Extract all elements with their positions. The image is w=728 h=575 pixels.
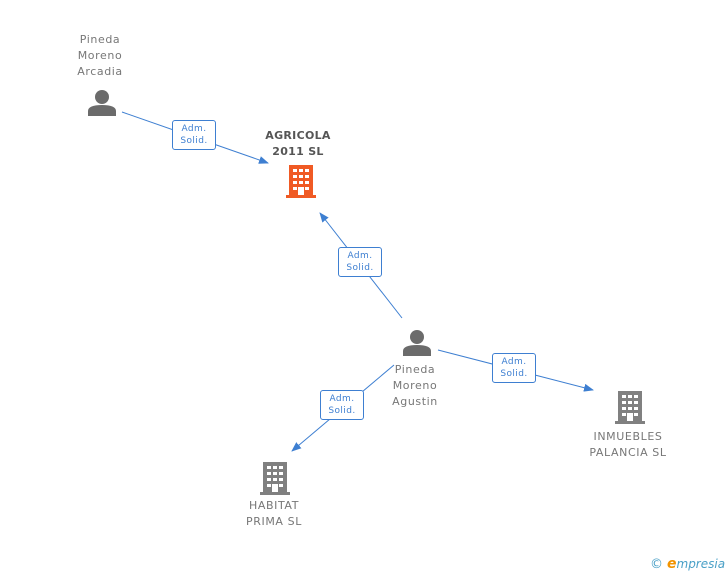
node-label-agricola[interactable]: AGRICOLA 2011 SL bbox=[265, 129, 331, 158]
person-icon-arcadia[interactable] bbox=[88, 90, 116, 116]
relation-badge-agustin-habitat[interactable]: Adm. Solid. bbox=[320, 390, 364, 420]
node-label-arcadia[interactable]: Pineda Moreno Arcadia bbox=[77, 33, 123, 78]
relation-role: Adm. bbox=[181, 124, 207, 134]
relation-badge-agustin-inmuebles[interactable]: Adm. Solid. bbox=[492, 353, 536, 383]
person-icon-agustin[interactable] bbox=[403, 330, 431, 356]
relation-role: Adm. bbox=[329, 394, 355, 404]
relation-role: Adm. bbox=[347, 251, 373, 261]
node-label-agustin[interactable]: Pineda Moreno Agustin bbox=[392, 363, 438, 408]
relation-role: Adm. bbox=[501, 357, 527, 367]
relation-type: Solid. bbox=[500, 369, 528, 379]
relation-type: Solid. bbox=[346, 263, 374, 273]
building-icon-habitat[interactable] bbox=[260, 462, 290, 495]
relation-type: Solid. bbox=[328, 406, 356, 416]
relation-badge-agustin-agricola[interactable]: Adm. Solid. bbox=[338, 247, 382, 277]
building-icon-inmuebles[interactable] bbox=[615, 391, 645, 424]
copyright-icon: © bbox=[650, 556, 663, 572]
relation-type: Solid. bbox=[180, 136, 208, 146]
building-icon-agricola[interactable] bbox=[286, 165, 316, 198]
brand-name: empresia bbox=[667, 556, 726, 572]
node-label-inmuebles[interactable]: INMUEBLES PALANCIA SL bbox=[589, 430, 667, 459]
brand-logo: © empresia bbox=[650, 556, 725, 572]
node-label-habitat[interactable]: HABITAT PRIMA SL bbox=[246, 499, 302, 528]
relation-badge-arcadia-agricola[interactable]: Adm. Solid. bbox=[172, 120, 216, 150]
